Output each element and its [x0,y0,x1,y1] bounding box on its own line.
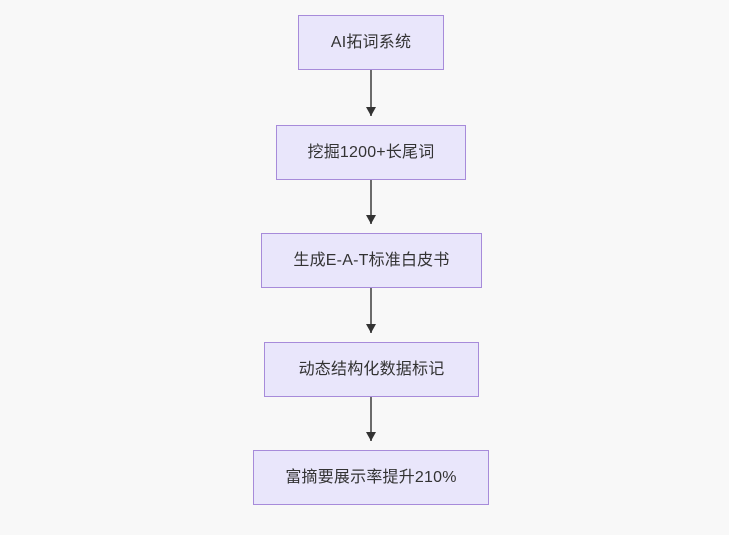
flow-node-label: 动态结构化数据标记 [298,360,445,378]
flow-node-rich-snippet-result[interactable]: 富摘要展示率提升210% [253,450,489,505]
flow-node-label: 挖掘1200+长尾词 [307,143,435,161]
arrowhead-icon-2 [365,215,376,224]
flow-node-label: AI拓词系统 [330,33,412,51]
connector-line-4 [370,397,372,441]
connector-line-2 [370,180,372,224]
connector-line-3 [370,288,372,333]
arrowhead-icon-1 [365,107,376,116]
flow-node-ai-keyword-system[interactable]: AI拓词系统 [298,15,444,70]
flow-node-eat-whitepaper[interactable]: 生成E-A-T标准白皮书 [261,233,482,288]
flow-node-label: 富摘要展示率提升210% [285,468,457,486]
flow-node-longtail-keywords[interactable]: 挖掘1200+长尾词 [276,125,466,180]
flow-node-structured-data-markup[interactable]: 动态结构化数据标记 [264,342,479,397]
flow-node-label: 生成E-A-T标准白皮书 [293,251,450,269]
connector-line-1 [370,70,372,116]
arrowhead-icon-4 [365,432,376,441]
arrowhead-icon-3 [365,324,376,333]
